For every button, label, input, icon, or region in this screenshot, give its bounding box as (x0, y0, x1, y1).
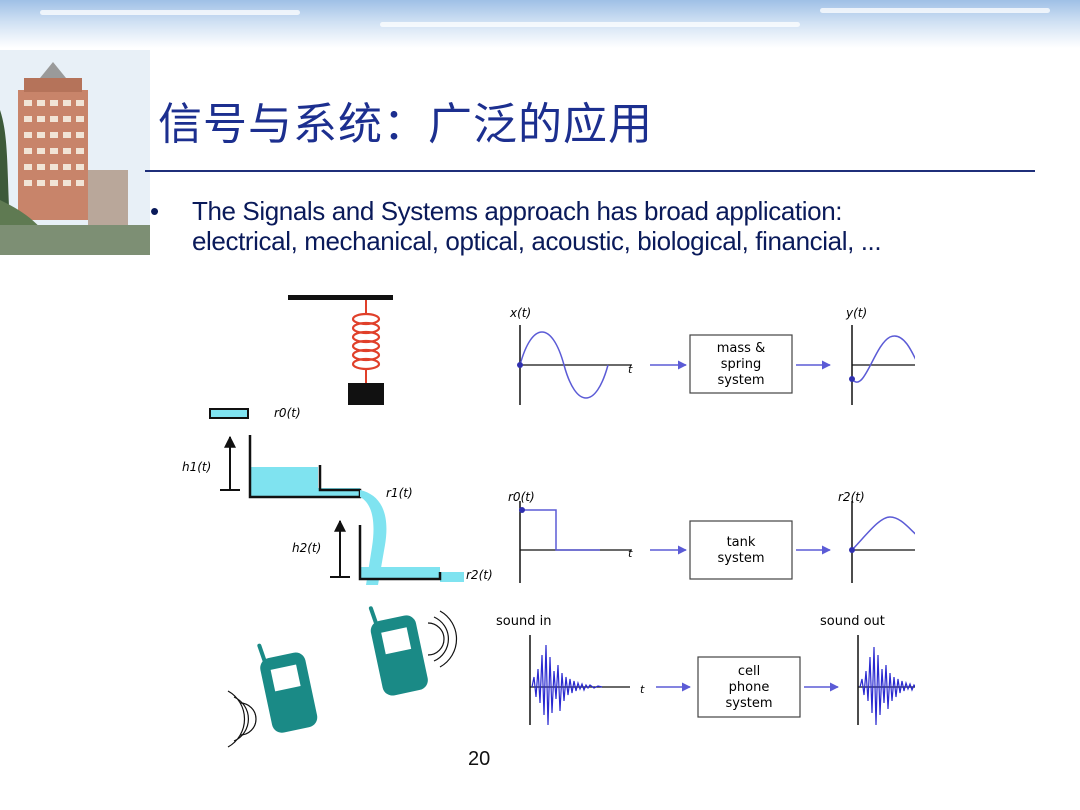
row2-input-label: r0(t) (508, 490, 535, 504)
row3-input-axis: t (640, 683, 645, 696)
row1-input-label: x(t) (509, 306, 531, 320)
slide-title: 信号与系统：广泛的应用 (158, 99, 653, 150)
mass-spring-illustration (288, 295, 393, 405)
row1-output-label: y(t) (845, 306, 867, 320)
row-tank: r0(t) t tank system r2(t) t (508, 490, 915, 583)
row2-output-label: r2(t) (838, 490, 865, 504)
label-r0: r0(t) (274, 406, 301, 420)
row-mass-spring: x(t) t mass & spring system y(t) t (509, 306, 915, 405)
bullet-line-2: electrical, mechanical, optical, acousti… (192, 226, 882, 256)
systems-examples-figure: r0(t) h1(t) r1(t) h2(t) r2(t) (182, 295, 915, 748)
tank-system-box (689, 520, 793, 580)
row3-input-label: sound in (496, 614, 551, 629)
row1-box-line2: spring (721, 357, 761, 372)
row1-box-line1: mass & (717, 341, 765, 356)
bullet-line-1: The Signals and Systems approach has bro… (192, 196, 843, 226)
row3-output-label: sound out (820, 614, 885, 629)
top-sky-banner (0, 0, 1080, 48)
row1-box-line3: system (718, 373, 765, 388)
tank-illustration: r0(t) h1(t) r1(t) h2(t) r2(t) (182, 406, 493, 585)
label-r2: r2(t) (466, 568, 493, 582)
row3-box-line2: phone (729, 680, 770, 695)
cell-phone-system-box (697, 656, 801, 718)
row1-input-axis: t (628, 363, 633, 376)
campus-building-photo (0, 50, 150, 255)
row2-box-line1: tank (727, 535, 756, 550)
bullet-marker: • (150, 196, 160, 226)
label-h1: h1(t) (182, 460, 211, 474)
cell-phones-illustration (227, 606, 458, 748)
page-number: 20 (468, 748, 491, 770)
row2-box-line2: system (718, 551, 765, 566)
mass-spring-system-box (689, 334, 793, 394)
row3-box-line3: system (726, 696, 773, 711)
row2-input-axis: t (628, 547, 633, 560)
row3-box-line1: cell (738, 664, 760, 679)
row-cell-phone: sound in t cell phone system sound out t (496, 614, 915, 726)
label-r1: r1(t) (386, 486, 413, 500)
label-h2: h2(t) (292, 541, 321, 555)
title-divider (145, 170, 1035, 172)
